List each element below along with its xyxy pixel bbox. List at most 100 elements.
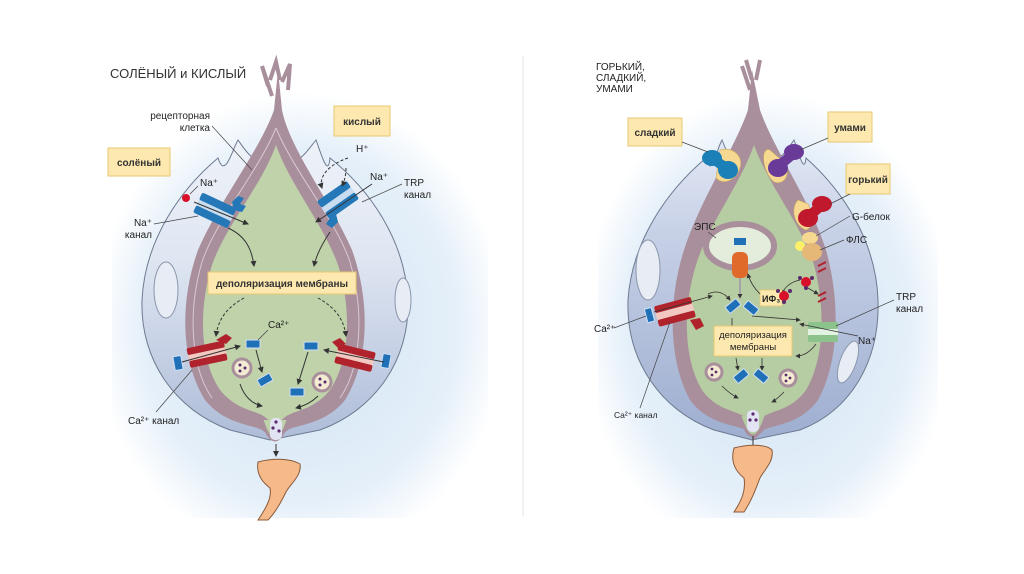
ip3-molecule [776,289,792,304]
depolarization-label-1: деполяризация [719,330,787,341]
ca-ion [752,368,770,384]
plc-label: ФЛС [846,235,867,246]
h-ion-arrow [317,157,349,189]
arrow-to-depolarization [227,227,257,267]
afferent-nerve [257,458,301,521]
panel-title: СОЛЁНЫЙ и КИСЛЫЙ [110,66,246,81]
neurotransmitter [751,412,755,416]
leader-line [153,215,199,225]
panel-title-line-2: СЛАДКИЙ, [596,71,646,84]
vesicle [311,371,333,393]
na-ion-label: Na⁺ [858,336,876,347]
ca-ion-outside [172,355,184,371]
vesicle [704,362,724,382]
ca-ion-label: Ca²⁺ [268,320,289,331]
leader-line [799,137,829,151]
h-ion-label: H⁺ [356,144,369,155]
na-channel-domain [232,196,246,212]
ip3-label: ИФ₃ [762,294,780,304]
leader-line [361,183,403,203]
exocytosis-arrow [771,391,785,403]
dag [817,291,827,303]
ip3-receptor [732,252,748,278]
leader-line [815,215,851,237]
leader-line [639,321,671,409]
neurotransmitter [274,420,278,424]
exocytosis-arrow [721,385,739,399]
umami-label-box [827,111,873,143]
leader-line [155,369,193,413]
exocytosis-arrow [239,383,263,408]
leader-line [829,193,851,205]
trp-channel-label-2: канал [404,190,431,201]
bitter-receptor [793,196,832,231]
ca-ion-label: Ca²⁺ [594,324,615,335]
ca-influx-arrow [181,344,241,363]
na-ion-label: Na⁺ [200,178,218,189]
arrow [795,343,817,359]
bitter-label-box [845,163,891,195]
vesicle [231,357,253,379]
trp-channel [808,322,838,342]
sweet-receptor [702,148,742,182]
panel-divider [522,56,524,516]
ca-channel-label: Ca²⁺ канал [614,410,658,420]
panel-title-line-1: ГОРЬКИЙ, [596,60,645,73]
activation-glow [795,241,805,251]
receptor-cell-label-1: рецепторная [150,111,210,122]
leader-line [613,315,647,329]
ca-ion [724,298,742,314]
bitter-label: горький [848,175,888,186]
ca-arrow [255,349,264,373]
er-label: ЭПС [694,222,716,233]
ca-channel-domain [332,338,346,348]
ca-influx-arrow [323,348,385,363]
ip3-to-er-arrow [746,273,761,295]
neurotransmitter [271,426,275,430]
depolarization-box [207,271,357,295]
arrow [707,291,731,301]
panel-title-line-3: УМАМИ [596,84,633,95]
leader-line [189,185,199,195]
nucleus-right [394,277,412,323]
ca-ion [289,387,305,397]
trp-channel-label-1: TRP [896,292,916,303]
g-protein [802,232,818,244]
leader-line [681,141,709,153]
na-influx-arrow [799,322,859,337]
neurotransmitter [748,418,752,422]
nucleus-left [635,239,661,301]
ca-influx-arrow [653,294,713,313]
leader-line [211,125,253,171]
depolarization-label: деполяризация мембраны [216,278,348,290]
na-channel-label-2: канал [125,230,152,241]
na-influx-arrow [193,201,249,225]
leader-line [819,239,845,251]
vesicle [778,368,798,388]
salty-label: солёный [117,158,161,169]
sour-label: кислый [343,117,381,128]
synaptic-cleft [747,410,759,432]
depolarization-label-2: мембраны [730,342,776,353]
afferent-nerve [732,444,773,513]
exocytosis-arrow [295,395,319,410]
trp-channel-label-1: TRP [404,178,424,189]
ca-ion [256,372,274,388]
ca-ion [303,341,319,351]
sour-label-box [333,105,391,137]
h-ion-arrow [341,167,347,187]
ca-channel-domain [216,334,232,344]
bitter-sweet-umami-diagram: ИФ₃ деполяризация мембраны [594,59,938,518]
nucleus-left [153,261,179,319]
depolarization-box [713,325,793,357]
microvilli [740,59,762,91]
na-ion-label: Na⁺ [370,172,388,183]
sweet-label-box [627,117,683,147]
ca-channel-label: Ca²⁺ канал [128,416,179,427]
umami-label: умами [834,123,866,134]
leader-line [257,329,269,341]
arrow [734,357,740,371]
ca-arrow [296,351,309,385]
ca-ion [742,300,760,316]
nucleus-right [836,340,860,384]
